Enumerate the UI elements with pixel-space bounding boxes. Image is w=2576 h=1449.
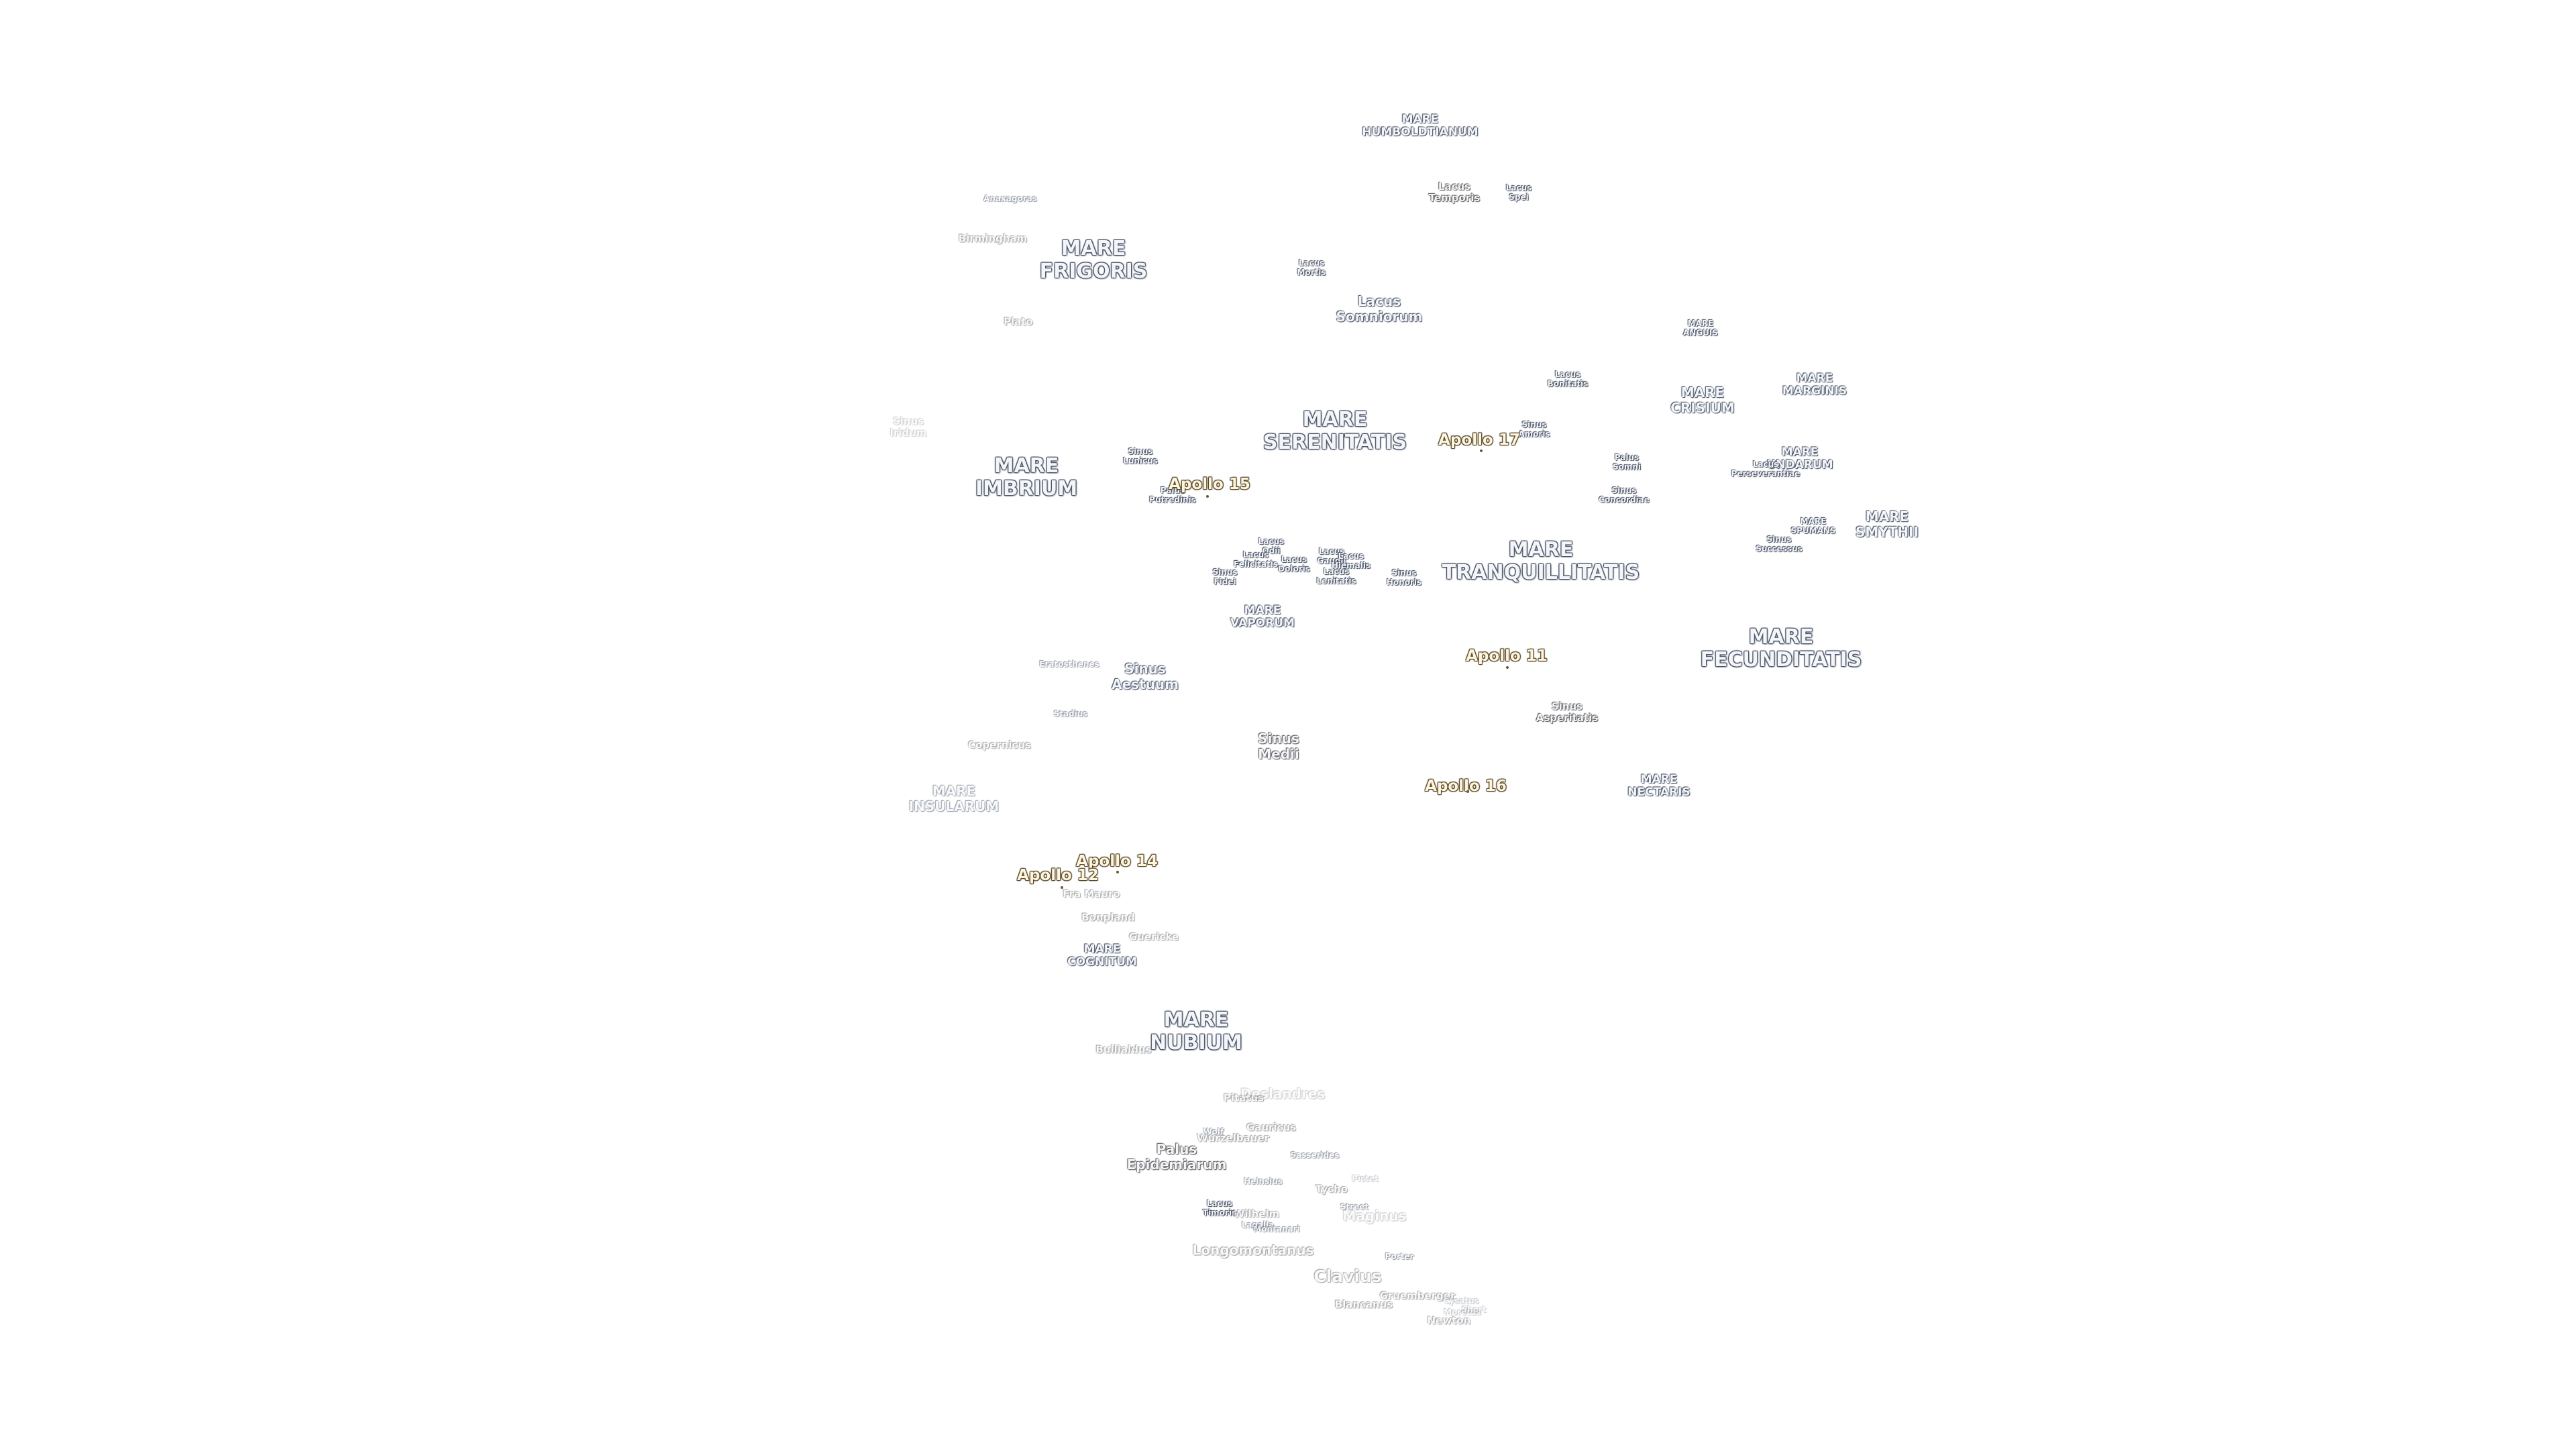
label-palus-putredinis[interactable]: Palus Putredinis xyxy=(1149,486,1196,504)
label-copernicus[interactable]: Copernicus xyxy=(968,739,1031,751)
label-bullialdus[interactable]: Bullialdus xyxy=(1095,1043,1152,1056)
label-mare-nubium[interactable]: MARE NUBIUM xyxy=(1150,1008,1242,1055)
label-sinus-iridum[interactable]: Sinus Iridum xyxy=(890,415,927,439)
label-lacus-temporis[interactable]: Lacus Temporis xyxy=(1428,180,1481,204)
label-cysatus[interactable]: Cysatus xyxy=(1443,1296,1479,1305)
label-lacus-lenitatis[interactable]: Lacus Lenitatis xyxy=(1316,567,1356,586)
label-lacus-hiemalis[interactable]: Lacus Hiemalis xyxy=(1331,551,1371,570)
label-sinus-concordiae[interactable]: Sinus Concordiae xyxy=(1599,486,1650,504)
label-longomontanus[interactable]: Longomontanus xyxy=(1192,1242,1314,1258)
label-lacus-spei[interactable]: Lacus Spei xyxy=(1505,183,1532,202)
label-apollo-16[interactable]: Apollo 16 xyxy=(1425,777,1507,795)
label-wurzelbauer[interactable]: Wurzelbauer xyxy=(1197,1132,1269,1144)
label-wilhelm[interactable]: Wilhelm xyxy=(1233,1208,1280,1220)
label-heinsius[interactable]: Heinsius xyxy=(1244,1177,1283,1186)
label-sinus-successus[interactable]: Sinus Successus xyxy=(1756,535,1803,553)
label-sinus-aestuum[interactable]: Sinus Aestuum xyxy=(1112,661,1179,692)
label-lacus-somniorum[interactable]: Lacus Somniorum xyxy=(1336,293,1423,325)
label-lacus-mortis[interactable]: Lacus Mortis xyxy=(1297,258,1326,277)
label-porter[interactable]: Porter xyxy=(1385,1252,1414,1261)
label-apollo-15[interactable]: Apollo 15 xyxy=(1169,476,1250,493)
label-clavius[interactable]: Clavius xyxy=(1313,1267,1382,1286)
label-mare-frigoris[interactable]: MARE FRIGORIS xyxy=(1039,237,1148,283)
label-lacus-odii[interactable]: Lacus Odii xyxy=(1258,537,1285,555)
label-sinus-medii[interactable]: Sinus Medii xyxy=(1258,731,1299,762)
label-lacus-felicitatis[interactable]: Lacus Felicitatis xyxy=(1233,550,1279,569)
label-lacus-timoris[interactable]: Lacus Timoris xyxy=(1202,1199,1237,1218)
label-mare-fecunditatis[interactable]: MARE FECUNDITATIS xyxy=(1700,625,1862,672)
label-mare-crisium[interactable]: MARE CRISIUM xyxy=(1670,384,1735,416)
label-anaxagoras[interactable]: Anaxagoras xyxy=(983,194,1037,203)
label-street[interactable]: Street xyxy=(1340,1202,1369,1212)
label-lagalla[interactable]: Lagalla xyxy=(1241,1220,1275,1230)
label-short[interactable]: Short xyxy=(1461,1305,1487,1314)
label-eratosthenes[interactable]: Eratosthenes xyxy=(1039,659,1099,669)
label-mare-vaporum[interactable]: MARE VAPORUM xyxy=(1230,604,1295,630)
landing-site-marker-apollo-15[interactable] xyxy=(1206,495,1209,498)
label-mare-marginis[interactable]: MARE MARGINIS xyxy=(1782,372,1847,398)
label-montanari[interactable]: Montanari xyxy=(1253,1224,1300,1234)
label-blancanus[interactable]: Blancanus xyxy=(1334,1298,1393,1311)
label-mare-humboldtianum[interactable]: MARE HUMBOLDTIANUM xyxy=(1362,113,1479,139)
label-mare-spumans[interactable]: MARE SPUMANS xyxy=(1790,517,1836,535)
label-wolf[interactable]: Wolf xyxy=(1203,1127,1224,1136)
landing-site-marker-apollo-12[interactable] xyxy=(1061,886,1063,889)
label-mare-cognitum[interactable]: MARE COGNITUM xyxy=(1067,943,1137,969)
label-mare-nectaris[interactable]: MARE NECTARIS xyxy=(1627,773,1690,799)
label-guericke[interactable]: Guericke xyxy=(1128,930,1179,943)
landing-site-marker-apollo-14[interactable] xyxy=(1116,871,1119,873)
label-apollo-12[interactable]: Apollo 12 xyxy=(1017,867,1099,884)
label-palus-epidemiarum[interactable]: Palus Epidemiarum xyxy=(1126,1141,1227,1173)
label-mare-anguis[interactable]: MARE ANGUIS xyxy=(1682,319,1719,337)
label-mare-undarum[interactable]: MARE UNDARUM xyxy=(1766,445,1833,472)
label-plato[interactable]: Plato xyxy=(1004,315,1033,328)
label-pictet[interactable]: Pictet xyxy=(1352,1174,1379,1183)
label-lacus-perseverantiae[interactable]: Lacus Perseverantiae xyxy=(1731,460,1801,478)
landing-site-marker-apollo-16[interactable] xyxy=(1466,790,1469,793)
label-gauricus[interactable]: Gauricus xyxy=(1246,1121,1297,1134)
label-newton[interactable]: Newton xyxy=(1427,1314,1471,1327)
label-sinus-amoris[interactable]: Sinus Amoris xyxy=(1518,420,1550,439)
label-palus-somni[interactable]: Palus Somni xyxy=(1612,453,1642,472)
landing-site-marker-apollo-11[interactable] xyxy=(1506,666,1509,669)
label-bonpland[interactable]: Bonpland xyxy=(1081,911,1135,924)
label-maginus[interactable]: Maginus xyxy=(1342,1208,1407,1224)
label-pitatus[interactable]: Pitatus xyxy=(1223,1091,1265,1104)
landing-site-marker-apollo-17[interactable] xyxy=(1480,449,1483,452)
label-gruemberger[interactable]: Gruemberger xyxy=(1379,1289,1456,1302)
label-sinus-asperitatis[interactable]: Sinus Asperitatis xyxy=(1536,700,1599,724)
label-apollo-17[interactable]: Apollo 17 xyxy=(1438,431,1520,449)
label-apollo-14[interactable]: Apollo 14 xyxy=(1076,853,1158,870)
label-mare-imbrium[interactable]: MARE IMBRIUM xyxy=(975,454,1078,500)
label-sinus-honoris[interactable]: Sinus Honoris xyxy=(1386,568,1422,587)
label-deslandres[interactable]: Deslandres xyxy=(1240,1085,1326,1102)
label-fra-mauro[interactable]: Fra Mauro xyxy=(1063,888,1120,900)
label-birmingham[interactable]: Birmingham xyxy=(958,232,1028,245)
label-lacus-doloris[interactable]: Lacus Doloris xyxy=(1278,555,1310,574)
label-mare-smythii[interactable]: MARE SMYTHII xyxy=(1855,508,1919,540)
label-sinus-lunicus[interactable]: Sinus Lunicus xyxy=(1123,447,1158,466)
label-mare-insularum[interactable]: MARE INSULARUM xyxy=(908,783,1000,814)
label-apollo-11[interactable]: Apollo 11 xyxy=(1466,647,1548,665)
label-lacus-bonitatis[interactable]: Lacus Bonitatis xyxy=(1547,370,1589,388)
label-sasserides[interactable]: Sasserides xyxy=(1290,1150,1340,1160)
label-sinus-fidei[interactable]: Sinus Fidei xyxy=(1212,568,1238,586)
label-stadius[interactable]: Stadius xyxy=(1053,709,1088,718)
label-tycho[interactable]: Tycho xyxy=(1315,1183,1348,1195)
label-moretus[interactable]: Moretus xyxy=(1444,1307,1481,1317)
label-lacus-gaudii[interactable]: Lacus Gaudii xyxy=(1317,547,1346,566)
label-mare-serenitatis[interactable]: MARE SERENITATIS xyxy=(1263,408,1407,454)
label-mare-tranquillitatis[interactable]: MARE TRANQUILLITATIS xyxy=(1442,538,1640,584)
